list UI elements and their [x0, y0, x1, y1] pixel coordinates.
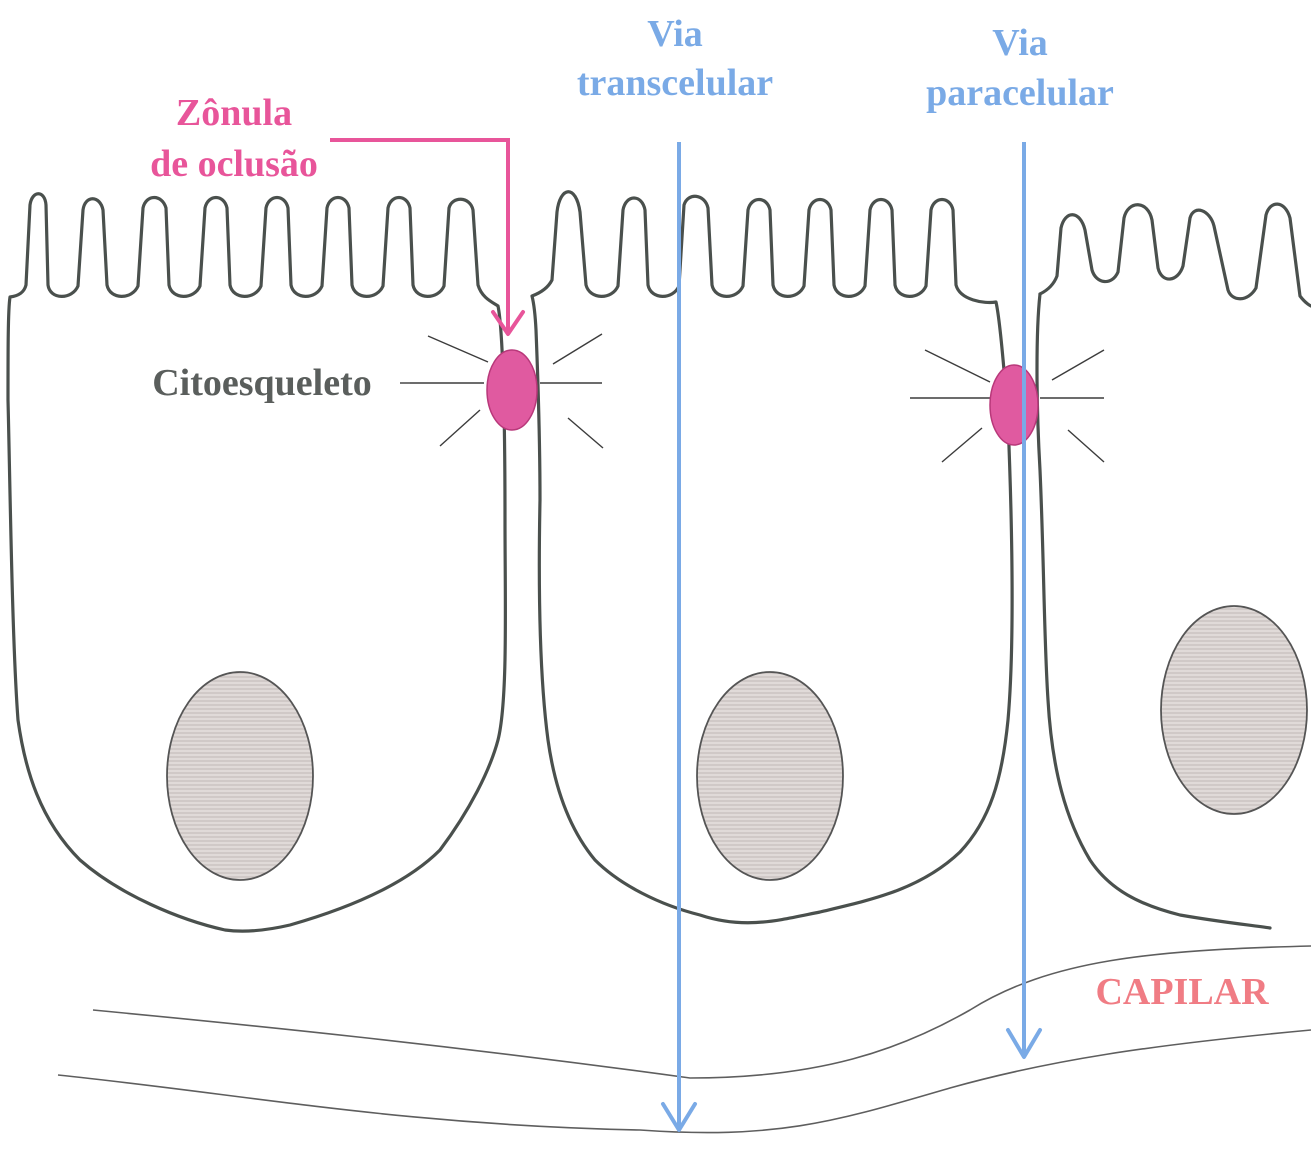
transcellular-arrow: [663, 142, 695, 1130]
capillary-label: CAPILAR: [1095, 971, 1269, 1013]
tight-junction-left: [487, 350, 537, 430]
nucleus-middle: [697, 672, 843, 880]
paracellular-label-line2: paracelular: [926, 72, 1114, 114]
transcellular-label-line2: transcelular: [577, 62, 773, 104]
zonula-label-line1: Zônula: [176, 92, 292, 134]
tight-junction-right: [990, 365, 1038, 445]
nucleus-left: [167, 672, 313, 880]
cytoskeleton-label: Citoesqueleto: [152, 362, 372, 404]
transcellular-label-line1: Via: [647, 13, 703, 55]
cell-right-outline: [1040, 204, 1311, 306]
nucleus-right: [1161, 606, 1307, 814]
zonula-label-line2: de oclusão: [150, 143, 318, 185]
capillary-wall-lower: [58, 1030, 1311, 1133]
paracellular-label-line1: Via: [992, 22, 1048, 64]
